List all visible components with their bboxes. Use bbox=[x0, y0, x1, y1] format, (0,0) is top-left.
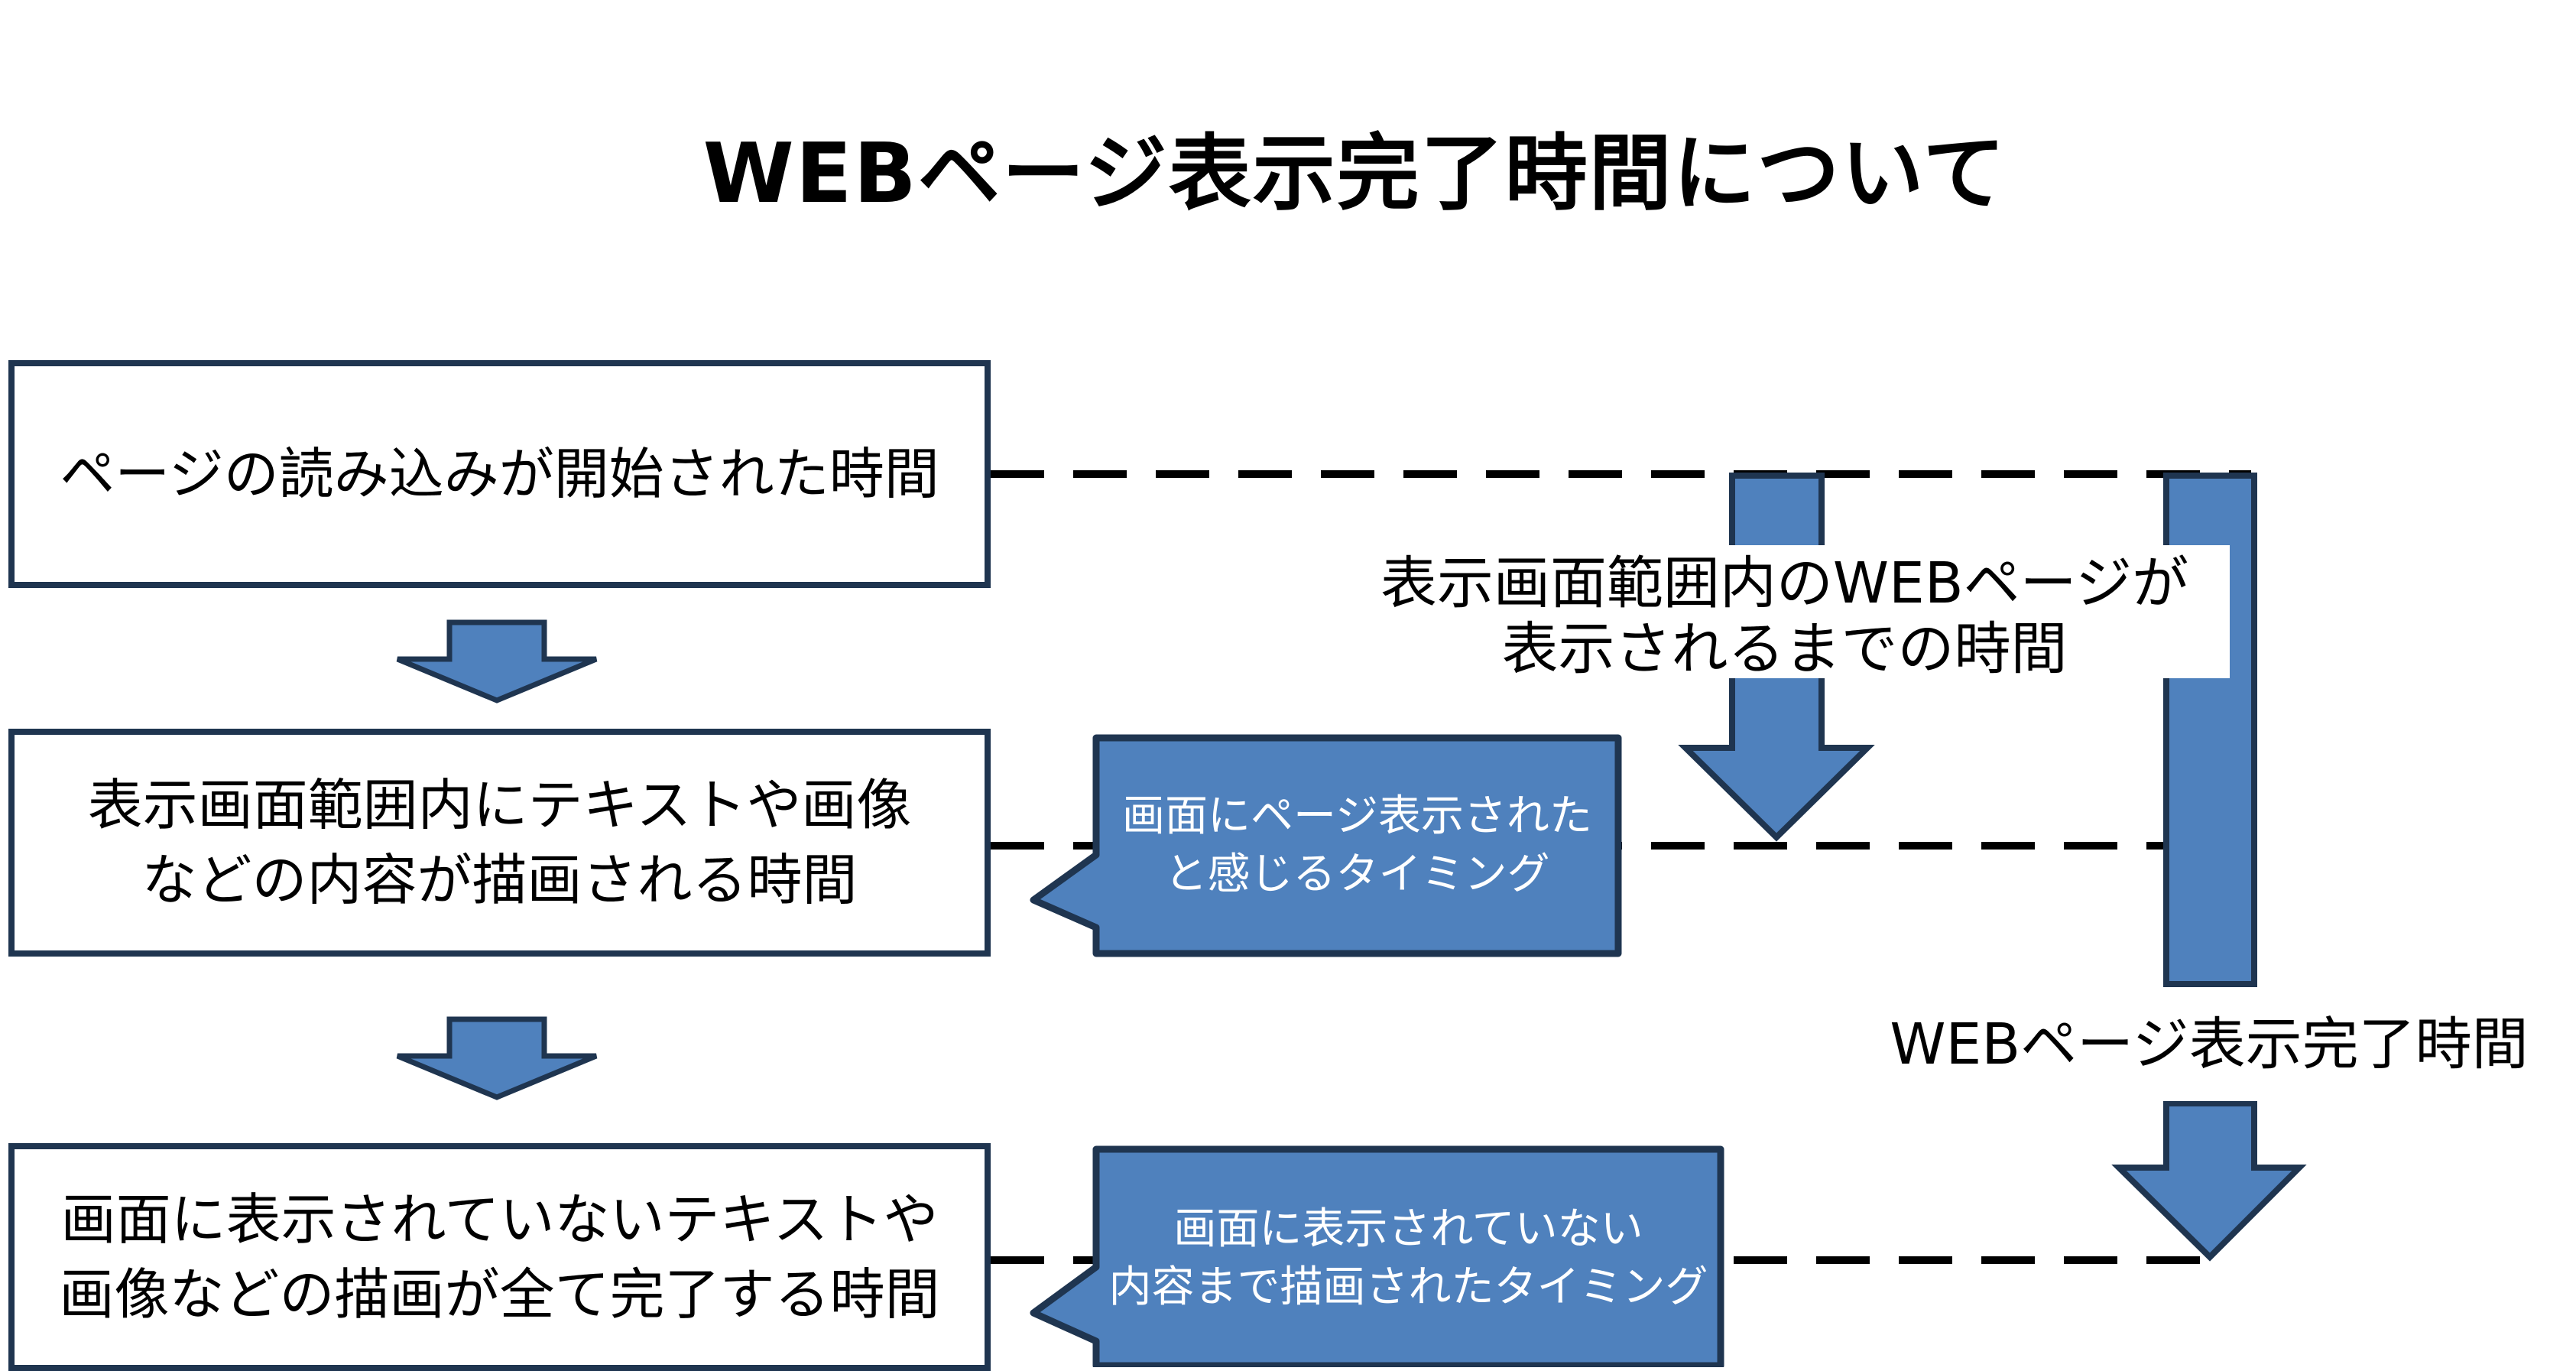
callout-complete-shape bbox=[1030, 1145, 1724, 1367]
flow-arrow-2 bbox=[396, 1016, 598, 1100]
visible-time-label: 表示画面範囲内のWEBページが 表示されるまでの時間 bbox=[1339, 545, 2230, 682]
span-line: 表示画面範囲内のWEBページが bbox=[1380, 551, 2189, 616]
step-load-start: ページの読み込みが開始された時間 bbox=[8, 360, 991, 588]
step-line: 画面に表示されていないテキストや bbox=[60, 1187, 939, 1252]
completion-time-label: WEBページ表示完了時間 bbox=[1857, 1006, 2561, 1083]
step-full-render: 画面に表示されていないテキストや 画像などの描画が全て完了する時間 bbox=[8, 1143, 991, 1371]
step-line: ページの読み込みが開始された時間 bbox=[60, 442, 939, 506]
completion-time-arrowhead bbox=[2111, 1100, 2307, 1262]
page-title: WEBページ表示完了時間について bbox=[702, 126, 2007, 222]
callout-line: 内容まで描画されたタイミング bbox=[1108, 1262, 1708, 1312]
step-load-start-text: ページの読み込みが開始された時間 bbox=[60, 437, 939, 512]
step-visible-render-text: 表示画面範囲内にテキストや画像 などの内容が描画される時間 bbox=[88, 768, 912, 918]
callout-line: と感じるタイミング bbox=[1164, 850, 1550, 899]
span-line: 表示されるまでの時間 bbox=[1501, 616, 2068, 682]
step-line: などの内容が描画される時間 bbox=[141, 848, 858, 912]
flow-arrow-1 bbox=[396, 619, 598, 703]
step-full-render-text: 画面に表示されていないテキストや 画像などの描画が全て完了する時間 bbox=[59, 1182, 939, 1332]
step-line: 画像などの描画が全て完了する時間 bbox=[59, 1262, 940, 1327]
callout-line: 画面にページ表示された bbox=[1122, 791, 1592, 841]
completion-label-gap bbox=[2160, 988, 2260, 1101]
callout-line: 画面に表示されていない bbox=[1173, 1204, 1643, 1254]
step-line: 表示画面範囲内にテキストや画像 bbox=[87, 773, 912, 837]
span-line: WEBページ表示完了時間 bbox=[1890, 1012, 2529, 1077]
callout-perceived-text: 画面にページ表示された と感じるタイミング bbox=[1096, 788, 1618, 904]
callout-complete-text: 画面に表示されていない 内容まで描画されたタイミング bbox=[1096, 1200, 1721, 1317]
step-visible-render: 表示画面範囲内にテキストや画像 などの内容が描画される時間 bbox=[8, 729, 991, 957]
callout-perceived-shape bbox=[1030, 734, 1622, 957]
